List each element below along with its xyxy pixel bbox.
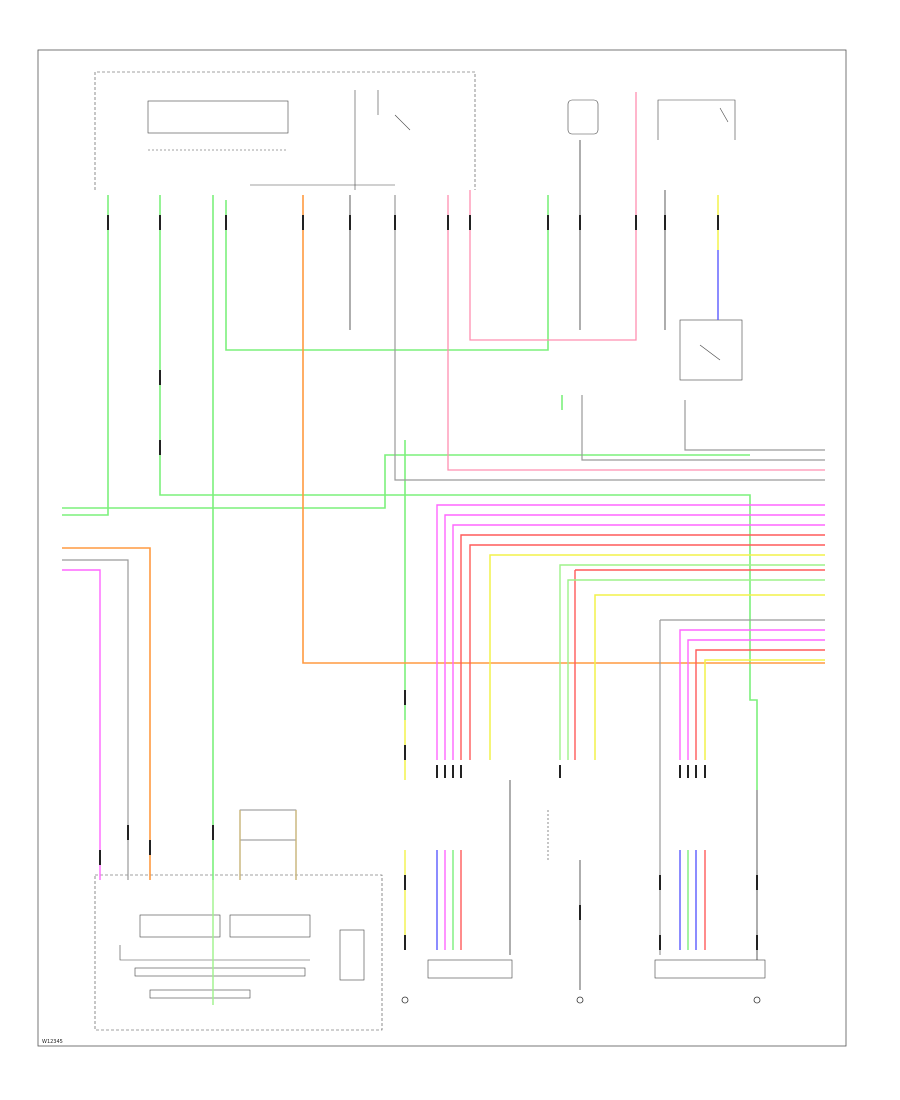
- wire-blue: [436, 250, 719, 950]
- wire-connector-colors: [212, 810, 706, 1005]
- wire-yellow: [404, 195, 825, 780]
- connector-ticks: [99, 215, 758, 950]
- diagram-frame: [37, 49, 847, 1047]
- wire-red-pink: [460, 534, 825, 760]
- wire-orange: [62, 195, 825, 880]
- wire-magenta: [62, 504, 825, 880]
- wire-green-left: [62, 195, 758, 880]
- wire-lime-right: [559, 564, 825, 760]
- ground-symbol: [401, 996, 761, 1004]
- footer-code: W12345: [42, 1039, 63, 1045]
- wire-gray-and-tan: [62, 195, 825, 955]
- wire-pink-top: [447, 92, 825, 471]
